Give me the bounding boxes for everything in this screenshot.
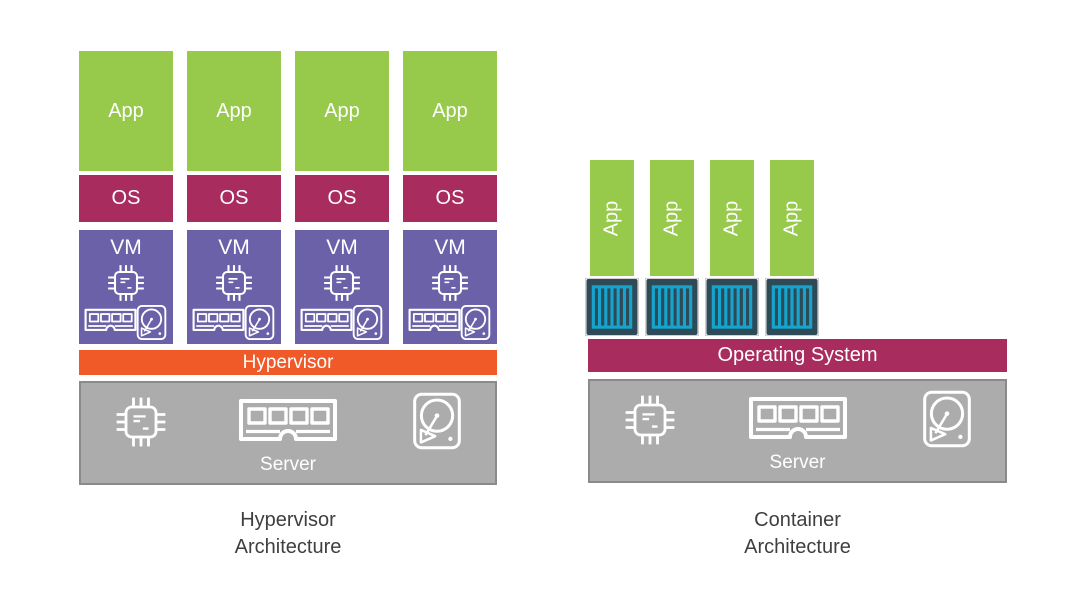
container-icon <box>585 278 639 336</box>
os-block: OS <box>187 175 281 222</box>
vm-block: VM <box>187 230 281 344</box>
hard-drive-icon <box>460 304 491 341</box>
app-block: App <box>79 51 173 171</box>
vm-stack-column: App OS VM <box>187 51 281 344</box>
memory-module-icon <box>192 308 245 336</box>
memory-module-icon <box>300 308 353 336</box>
hypervisor-architecture-caption: Hypervisor Architecture <box>79 507 497 561</box>
cpu-chip-icon <box>104 261 148 305</box>
cpu-chip-icon <box>620 390 680 450</box>
cpu-chip-icon <box>212 261 256 305</box>
caption-line: Container <box>754 509 841 531</box>
vm-label: VM <box>218 236 250 259</box>
caption-line: Hypervisor <box>240 509 336 531</box>
server-box: Server <box>588 379 1007 483</box>
app-bar: App <box>650 160 694 276</box>
vm-block: VM <box>79 230 173 344</box>
app-bar: App <box>770 160 814 276</box>
vm-block: VM <box>295 230 389 344</box>
operating-system-bar: Operating System <box>588 339 1007 372</box>
hard-drive-icon <box>244 304 275 341</box>
container-architecture-caption: Container Architecture <box>588 507 1007 561</box>
container-icon <box>705 278 759 336</box>
hard-drive-icon <box>352 304 383 341</box>
vm-label: VM <box>434 236 466 259</box>
os-block: OS <box>79 175 173 222</box>
app-label: App <box>660 200 683 236</box>
hard-drive-icon <box>136 304 167 341</box>
server-label: Server <box>769 452 826 473</box>
app-block: App <box>403 51 497 171</box>
caption-line: Architecture <box>744 536 851 558</box>
cpu-chip-icon <box>320 261 364 305</box>
vm-stack-column: App OS VM <box>79 51 173 344</box>
vm-label: VM <box>326 236 358 259</box>
server-label: Server <box>260 454 316 475</box>
app-label: App <box>720 200 743 236</box>
vm-label: VM <box>110 236 142 259</box>
vm-block: VM <box>403 230 497 344</box>
memory-module-icon <box>408 308 461 336</box>
os-block: OS <box>403 175 497 222</box>
vm-stack-column: App OS VM <box>295 51 389 344</box>
app-bar: App <box>710 160 754 276</box>
app-bar: App <box>590 160 634 276</box>
memory-module-icon <box>747 396 849 448</box>
os-block: OS <box>295 175 389 222</box>
memory-module-icon <box>237 398 339 450</box>
cpu-chip-icon <box>111 392 171 452</box>
app-block: App <box>295 51 389 171</box>
vm-stack-column: App OS VM <box>403 51 497 344</box>
app-label: App <box>600 200 623 236</box>
hard-drive-icon <box>922 388 972 450</box>
app-label: App <box>780 200 803 236</box>
app-block: App <box>187 51 281 171</box>
cpu-chip-icon <box>428 261 472 305</box>
hard-drive-icon <box>412 390 462 452</box>
hypervisor-bar: Hypervisor <box>79 350 497 375</box>
memory-module-icon <box>84 308 137 336</box>
caption-line: Architecture <box>234 536 342 558</box>
container-icon <box>645 278 699 336</box>
container-icon <box>765 278 819 336</box>
server-box: Server <box>79 381 497 485</box>
